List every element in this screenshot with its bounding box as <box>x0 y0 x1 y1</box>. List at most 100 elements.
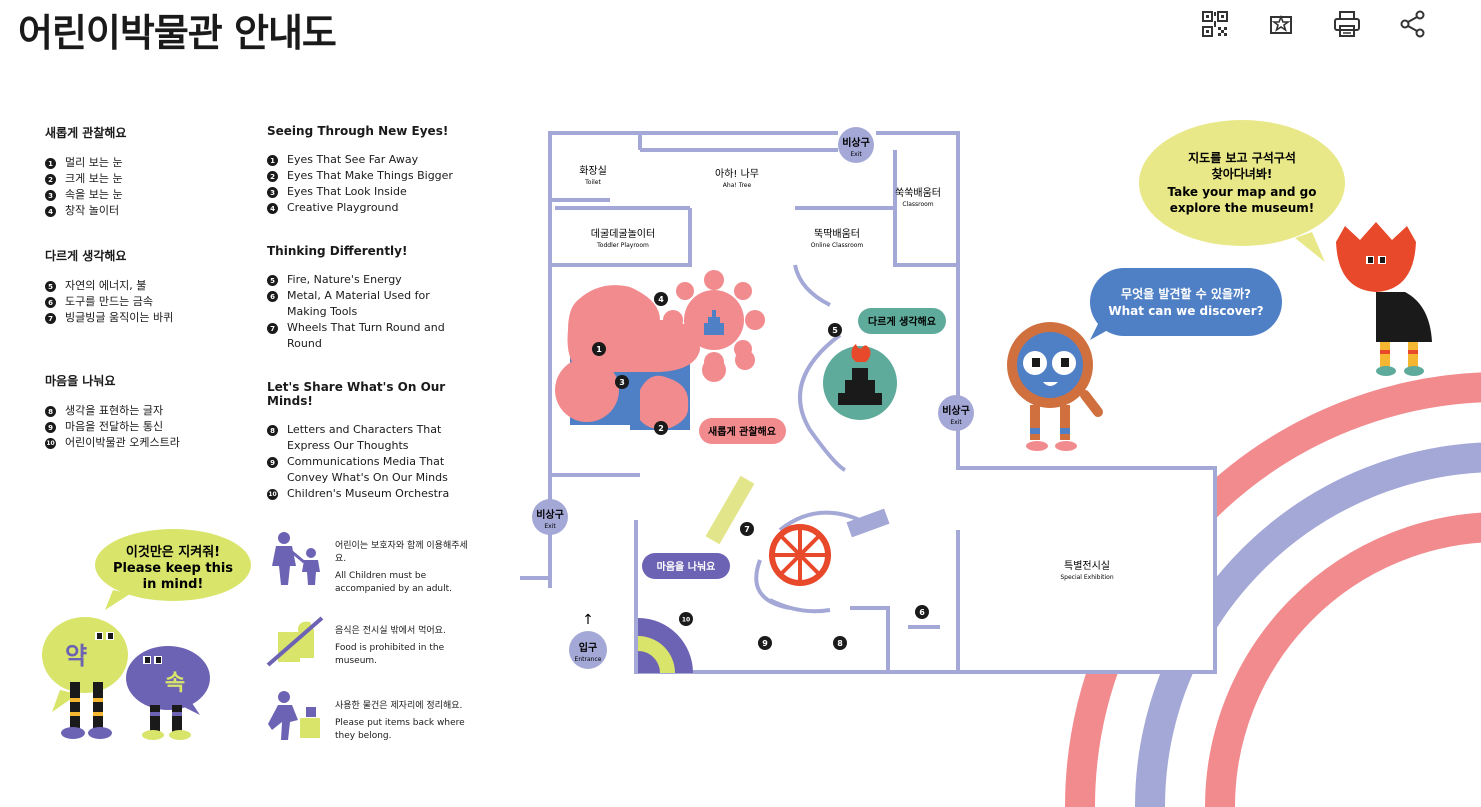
map-marker-1: 1 <box>592 342 606 356</box>
magnifier-character <box>1007 322 1103 451</box>
no-food-icon <box>266 616 324 667</box>
svg-text:2: 2 <box>658 424 664 433</box>
legend-item-label: 자연의 에너지, 불 <box>65 279 147 292</box>
speech-bubble-discover: 무엇을 발견할 수 있을까? What can we discover? <box>1090 268 1282 340</box>
qr-code-icon[interactable] <box>1197 6 1233 42</box>
legend-item: 7 Wheels That Turn Round and Round <box>267 320 467 352</box>
svg-text:이것만은 지켜줘!: 이것만은 지켜줘! <box>126 544 220 560</box>
entrance-label-ko: 입구 <box>579 641 597 654</box>
speech-bubble-notice: 이것만은 지켜줘! Please keep this in mind! <box>95 529 251 610</box>
exit-label-en: Exit <box>850 151 862 158</box>
room-toilet-en: Toilet <box>584 179 601 186</box>
legend-item: 3 속을 보는 눈 <box>45 187 245 203</box>
legend-item-label: 어린이박물관 오케스트라 <box>65 436 180 449</box>
legend-item-label: 크게 보는 눈 <box>65 172 123 185</box>
legend-item-label: 창작 놀이터 <box>65 204 120 217</box>
legend-item: 8 Letters and Characters That Express Our… <box>267 422 467 454</box>
room-classroom-en: Classroom <box>902 201 933 208</box>
zone-wheel-illustration <box>705 475 890 610</box>
exit-top: 비상구 Exit <box>838 127 874 163</box>
marker-number: 3 <box>45 190 56 201</box>
legend-item-label: 속을 보는 눈 <box>65 188 123 201</box>
map-marker-10: 10 <box>679 612 693 626</box>
marker-number: 8 <box>267 425 278 436</box>
map-marker-2: 2 <box>654 421 668 435</box>
rule-food: 음식은 전시실 밖에서 먹어요. Food is prohibited in t… <box>335 625 475 668</box>
svg-text:1: 1 <box>596 345 602 354</box>
marker-number: 3 <box>267 187 278 198</box>
legend-section-title: 다르게 생각해요 <box>45 249 127 263</box>
legend-item: 9 Communications Media That Convey What's… <box>267 454 467 486</box>
speech-bubble-map-tip: 지도를 보고 구석구석 찾아다녀봐! Take your map and go … <box>1139 120 1345 262</box>
special-exhibition-floor <box>960 470 1215 670</box>
exit-label-en: Exit <box>950 419 962 426</box>
promise-character-1: 약 <box>42 617 128 739</box>
room-toilet-ko: 화장실 <box>579 165 607 177</box>
map-marker-3: 3 <box>615 375 629 389</box>
legend-section: Let's Share What's On Our Minds! 8 Letter… <box>267 380 467 502</box>
print-icon[interactable] <box>1329 6 1365 42</box>
svg-text:약: 약 <box>65 642 87 670</box>
share-icon[interactable] <box>1395 6 1431 42</box>
svg-text:4: 4 <box>658 295 664 304</box>
toolbar <box>1197 6 1431 42</box>
svg-text:explore the museum!: explore the museum! <box>1170 201 1315 215</box>
rule-text-ko: 어린이는 보호자와 함께 이용해주세요. <box>335 541 468 564</box>
legend-item-label: 빙글빙글 움직이는 바퀴 <box>65 311 174 324</box>
svg-text:새롭게 관찰해요: 새롭게 관찰해요 <box>708 425 776 438</box>
rule-text-en: Food is prohibited in the museum. <box>335 643 445 666</box>
legend-section-title: Thinking Differently! <box>267 244 408 258</box>
marker-number: 6 <box>267 291 278 302</box>
marker-number: 7 <box>267 323 278 334</box>
marker-number: 1 <box>45 158 56 169</box>
legend-section-title: 새롭게 관찰해요 <box>45 126 127 140</box>
rule-adult: 어린이는 보호자와 함께 이용해주세요. All Children must b… <box>335 540 475 596</box>
rule-tidy: 사용한 물건은 제자리에 정리해요. Please put items back… <box>335 700 475 743</box>
legend-item-label: Wheels That Turn Round and Round <box>287 321 445 350</box>
legend-item-label: 생각을 표현하는 글자 <box>65 404 164 417</box>
legend-item: 2 크게 보는 눈 <box>45 171 245 187</box>
entrance-label-en: Entrance <box>575 656 602 663</box>
exit-right: 비상구 Exit <box>938 395 974 431</box>
exit-label-ko: 비상구 <box>942 404 970 417</box>
marker-number: 9 <box>45 422 56 433</box>
floor-walls <box>520 131 1217 674</box>
legend-item-label: Communications Media That Convey What's … <box>287 455 448 484</box>
entrance: ↑ 입구 Entrance <box>569 612 607 669</box>
legend-item-label: Eyes That Make Things Bigger <box>287 169 453 182</box>
marker-number: 5 <box>45 281 56 292</box>
marker-number: 9 <box>267 457 278 468</box>
svg-text:8: 8 <box>837 639 843 648</box>
map-markers: 1 2 3 4 5 6 7 8 9 10 <box>592 292 929 650</box>
marker-number: 2 <box>267 171 278 182</box>
bookmark-star-icon[interactable] <box>1263 6 1299 42</box>
marker-number: 5 <box>267 275 278 286</box>
exit-left: 비상구 Exit <box>532 499 568 535</box>
svg-text:마음을 나눠요: 마음을 나눠요 <box>657 560 716 573</box>
legend-section-title: 마음을 나눠요 <box>45 374 116 388</box>
legend-item-label: 멀리 보는 눈 <box>65 156 123 169</box>
marker-number: 4 <box>267 203 278 214</box>
map-marker-9: 9 <box>758 636 772 650</box>
legend-item-label: 도구를 만드는 금속 <box>65 295 153 308</box>
room-aha-tree-en: Aha! Tree <box>723 182 752 189</box>
legend-item-label: Letters and Characters That Express Our … <box>287 423 442 452</box>
svg-text:Please keep this: Please keep this <box>113 561 233 576</box>
marker-number: 2 <box>45 174 56 185</box>
svg-text:속: 속 <box>165 671 185 696</box>
legend-section-title: Let's Share What's On Our Minds! <box>267 380 446 408</box>
marker-number: 10 <box>45 438 56 449</box>
svg-text:5: 5 <box>832 326 838 335</box>
svg-text:Take your map and go: Take your map and go <box>1167 185 1316 199</box>
marker-number: 4 <box>45 206 56 217</box>
exit-label-ko: 비상구 <box>536 508 564 521</box>
